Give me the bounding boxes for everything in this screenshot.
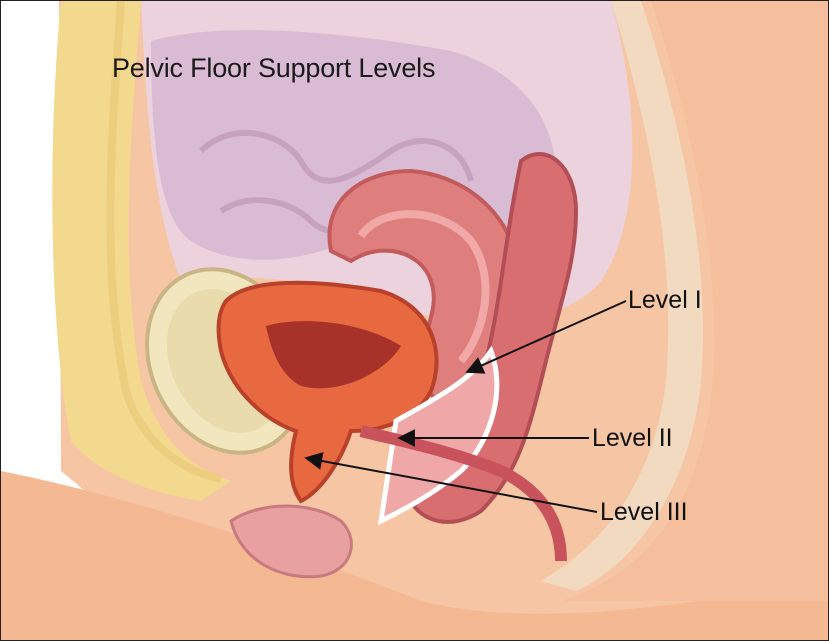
label-level-2: Level II — [592, 424, 673, 453]
label-level-1: Level I — [628, 286, 702, 315]
label-level-3: Level III — [600, 498, 688, 527]
figure-title: Pelvic Floor Support Levels — [112, 53, 435, 84]
